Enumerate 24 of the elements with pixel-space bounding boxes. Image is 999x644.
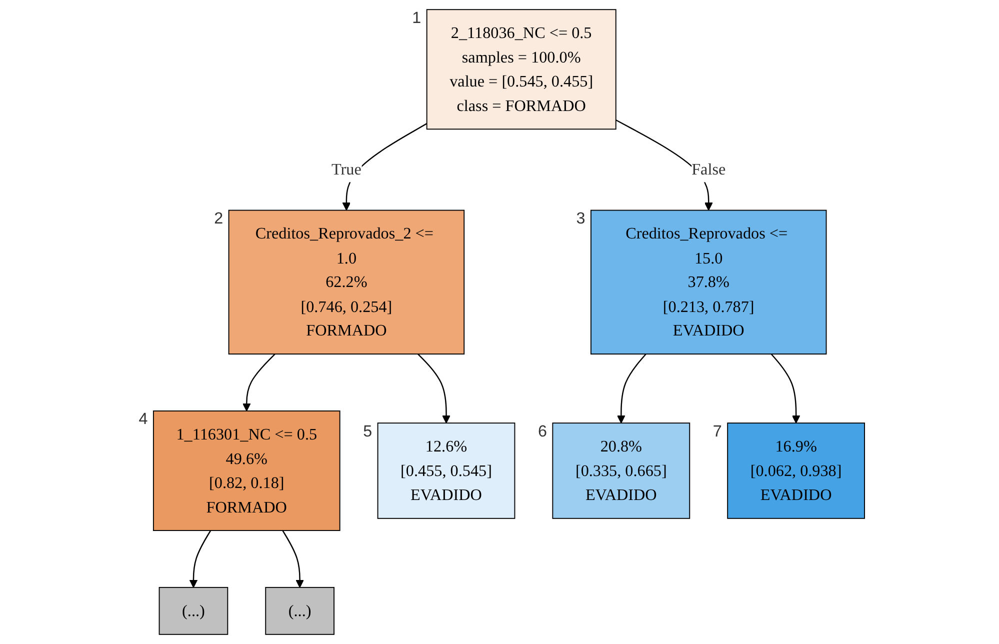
node-box: Creditos_Reprovados <= 15.0 37.8% [0.213, 0.787] EVADIDO [590, 210, 827, 354]
arrow [418, 354, 450, 424]
node-box: (...) [265, 586, 334, 635]
node-number: 4 [138, 410, 148, 428]
arrow [242, 354, 276, 412]
node-number: 7 [712, 422, 722, 440]
node-box: 2_118036_NC <= 0.5 samples = 100.0% value = [0.545, 0.455] class = FORMADO [426, 9, 616, 130]
node-box: 20.8% [0.335, 0.665] EVADIDO [552, 422, 690, 519]
node-box: 12.6% [0.455, 0.545] EVADIDO [377, 422, 516, 519]
arrow [189, 530, 212, 588]
arrow [770, 354, 800, 424]
arrow [616, 354, 646, 424]
arrow [282, 530, 304, 588]
edge-label: False [692, 160, 726, 178]
node-number: 3 [576, 210, 586, 228]
node-number: 5 [363, 422, 372, 440]
node-number: 2 [214, 210, 224, 228]
node-number: 1 [412, 8, 422, 27]
node-box: (...) [158, 586, 228, 635]
node-number: 6 [538, 422, 547, 440]
node-box: 16.9% [0.062, 0.938] EVADIDO [727, 422, 865, 519]
node-box: 1_116301_NC <= 0.5 49.6% [0.82, 0.18] FORMADO [152, 410, 340, 531]
node-box: Creditos_Reprovados_2 <= 1.0 62.2% [0.746, 0.254] FORMADO [228, 210, 465, 354]
edge-label: True [332, 160, 362, 178]
